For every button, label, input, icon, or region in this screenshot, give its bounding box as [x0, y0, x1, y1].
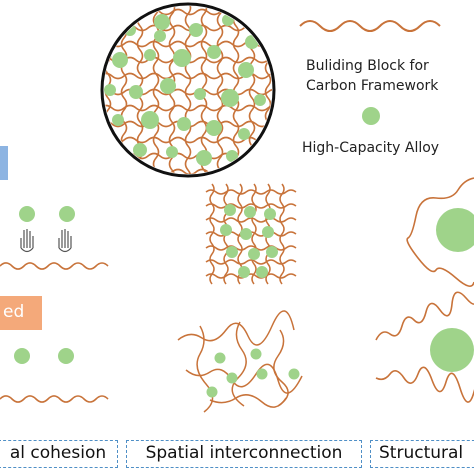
alloy-particle — [221, 89, 239, 107]
carbon-chain — [0, 395, 109, 403]
legend-carbon-line2: Carbon Framework — [306, 78, 439, 94]
carbon-chain — [205, 189, 297, 195]
alloy-particle — [189, 23, 203, 37]
alloy-particle — [238, 128, 250, 140]
legend-alloy: High-Capacity Alloy — [302, 140, 440, 156]
tab-blue — [0, 146, 8, 180]
carbon-chain — [406, 177, 474, 287]
alloy-particle — [238, 62, 254, 78]
cohesion-panel-top — [0, 206, 109, 270]
alloy-particle — [288, 368, 300, 380]
alloy-particle — [206, 120, 222, 136]
alloy-particle — [144, 49, 156, 61]
alloy-particle — [266, 246, 278, 258]
carbon-chain — [0, 262, 109, 270]
carbon-chain — [205, 217, 297, 223]
carbon-chain — [279, 183, 285, 285]
alloy-particle — [194, 88, 206, 100]
alloy-particle — [154, 14, 170, 30]
structural-panel-top — [406, 177, 474, 287]
structural-panel-bottom — [375, 291, 474, 403]
alloy-particle — [244, 206, 256, 218]
carbon-chain — [205, 259, 297, 265]
alloy-particle — [248, 248, 260, 260]
carbon-chain — [104, 56, 272, 64]
alloy-particle — [224, 204, 236, 216]
alloy-particle — [177, 117, 191, 131]
alloy-particle — [226, 372, 238, 384]
alloy-particle — [264, 208, 276, 220]
alloy-particle — [166, 146, 178, 158]
carbon-chain — [251, 183, 257, 285]
alloy-particle — [238, 266, 250, 278]
carbon-chain — [104, 104, 272, 112]
carbon-chain — [205, 273, 297, 279]
alloy-particle — [214, 352, 226, 364]
alloy-particle — [154, 30, 166, 42]
carbon-chain — [205, 203, 297, 209]
carbon-chain — [273, 329, 289, 407]
carbon-chain — [196, 325, 214, 413]
carbon-chain — [209, 183, 215, 285]
alloy-particle — [256, 266, 268, 278]
alloy-particle — [104, 84, 116, 96]
carbon-chain — [185, 363, 303, 394]
alloy-particle — [256, 368, 268, 380]
alloy-particle — [160, 78, 176, 94]
alloy-particle — [250, 348, 262, 360]
interconnection-mesh-top — [205, 183, 297, 285]
carbon-chain — [177, 310, 295, 346]
alloy-particle — [133, 143, 147, 157]
cohesion-panel-bottom — [0, 348, 109, 403]
alloy-particle — [254, 94, 266, 106]
alloy-particle — [173, 49, 191, 67]
carbon-chain — [375, 291, 474, 341]
tab-orange-text: ed — [3, 302, 25, 322]
alloy-particle — [112, 52, 128, 68]
category-label-cohesion: al cohesion — [0, 440, 118, 468]
composite-circle — [100, 2, 276, 178]
alloy-particle — [207, 45, 221, 59]
category-label-structural: Structural — [370, 440, 474, 468]
alloy-particle — [226, 150, 238, 162]
alloy-particle — [262, 226, 274, 238]
alloy-particle — [196, 150, 212, 166]
carbon-legend-glyph — [299, 20, 441, 32]
alloy-particle — [141, 111, 159, 129]
carbon-chain — [231, 321, 247, 407]
legend-carbon-line1: Buliding Block for — [306, 58, 429, 74]
alloy-particle — [206, 386, 218, 398]
hand-icon — [58, 229, 72, 253]
alloy-particle — [226, 246, 238, 258]
carbon-chain — [205, 245, 297, 251]
alloy-particle — [112, 114, 124, 126]
category-label-interconnection: Spatial interconnection — [126, 440, 362, 468]
tab-orange — [0, 296, 42, 330]
carbon-chain — [216, 6, 224, 174]
alloy-particle — [220, 224, 232, 236]
hand-icon — [20, 229, 34, 253]
alloy-particle — [240, 228, 252, 240]
interconnection-mesh-bottom — [177, 310, 303, 413]
alloy-particle — [129, 85, 143, 99]
carbon-chain — [375, 366, 474, 403]
alloy-legend-glyph — [362, 107, 380, 125]
carbon-chain — [209, 394, 287, 408]
